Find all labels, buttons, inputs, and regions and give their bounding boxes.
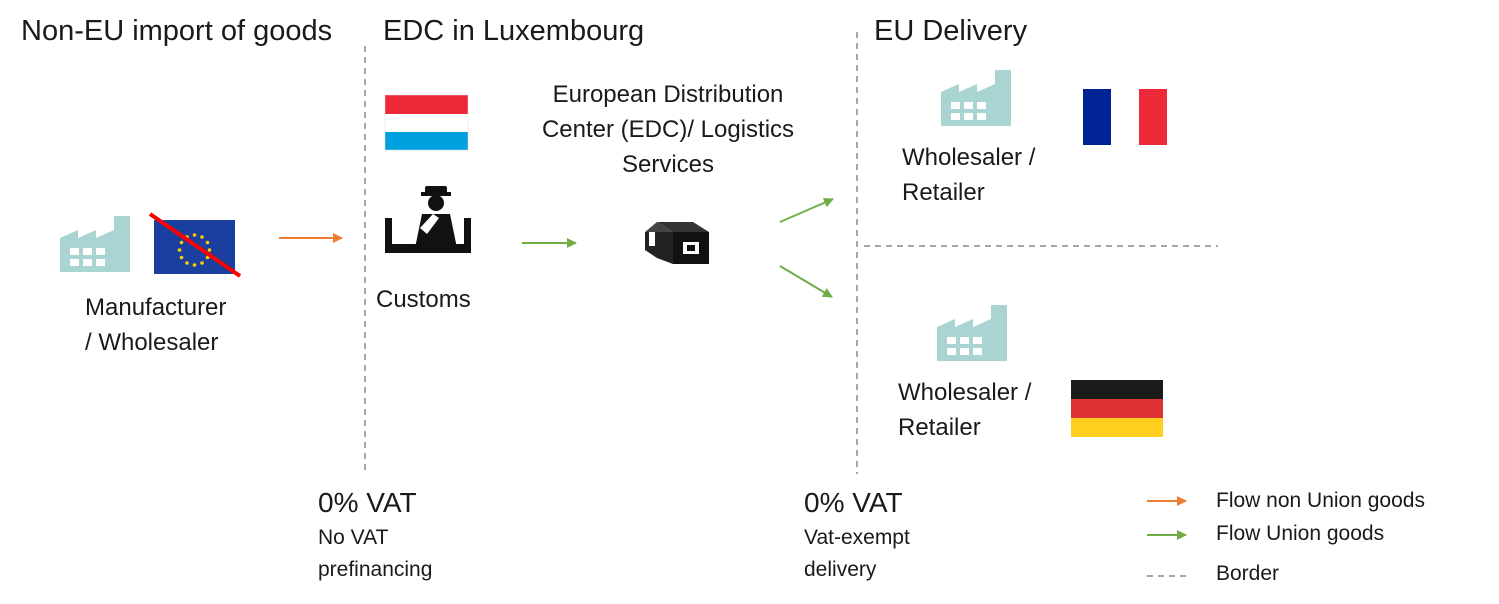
retailer-germany-label-line-2: Retailer bbox=[898, 414, 981, 441]
section-heading-non-eu: Non-EU import of goods bbox=[21, 15, 333, 47]
france-flag-icon bbox=[1083, 89, 1167, 145]
factory-icon bbox=[937, 305, 1007, 361]
edc-center-label-line-1: European Distribution bbox=[552, 81, 784, 108]
customs-label: Customs bbox=[376, 286, 471, 313]
edc-center-label-line-3: Services bbox=[621, 151, 715, 178]
retailer-france-label: Wholesaler / Retailer bbox=[902, 140, 1035, 210]
germany-flag-icon bbox=[1071, 380, 1163, 437]
vat-note-edc-line-1: No VAT bbox=[318, 526, 389, 549]
section-heading-edc: EDC in Luxembourg bbox=[383, 15, 645, 47]
vat-note-edc: No VAT prefinancing bbox=[318, 522, 432, 586]
manufacturer-label-line-1: Manufacturer bbox=[85, 294, 227, 321]
retailer-france-label-line-1: Wholesaler / bbox=[902, 144, 1036, 171]
manufacturer-label-line-2: / Wholesaler bbox=[85, 329, 219, 356]
retailer-germany-label-line-1: Wholesaler / bbox=[898, 379, 1032, 406]
vat-note-eu-line-1: Vat-exempt bbox=[804, 526, 910, 549]
vat-note-eu-line-2: delivery bbox=[804, 558, 877, 581]
factory-icon bbox=[60, 216, 130, 272]
vat-rate-edc: 0% VAT bbox=[318, 487, 417, 518]
legend-non-union-label: Flow non Union goods bbox=[1216, 489, 1425, 512]
vat-rate-eu: 0% VAT bbox=[804, 487, 903, 518]
retailer-france-label-line-2: Retailer bbox=[902, 179, 985, 206]
manufacturer-label: Manufacturer / Wholesaler bbox=[85, 290, 226, 360]
factory-icon bbox=[941, 70, 1011, 126]
arrow-union-to-germany bbox=[779, 265, 833, 298]
edc-center-label: European Distribution Center (EDC)/ Logi… bbox=[528, 77, 808, 182]
strike-line bbox=[148, 212, 242, 278]
legend-union-label: Flow Union goods bbox=[1216, 522, 1385, 545]
edc-center-label-line-2: Center (EDC)/ Logistics bbox=[541, 116, 795, 143]
vat-note-edc-line-2: prefinancing bbox=[318, 558, 433, 581]
section-heading-eu: EU Delivery bbox=[874, 15, 1028, 47]
package-icon bbox=[645, 222, 709, 264]
luxembourg-flag-icon bbox=[384, 94, 469, 151]
legend-border-label: Border bbox=[1216, 562, 1280, 585]
arrow-union-to-france bbox=[779, 197, 834, 223]
customs-officer-icon bbox=[385, 186, 471, 253]
eu-flag-icon bbox=[148, 212, 242, 278]
retailer-germany-label: Wholesaler / Retailer bbox=[898, 375, 1031, 445]
vat-note-eu: Vat-exempt delivery bbox=[804, 522, 910, 586]
